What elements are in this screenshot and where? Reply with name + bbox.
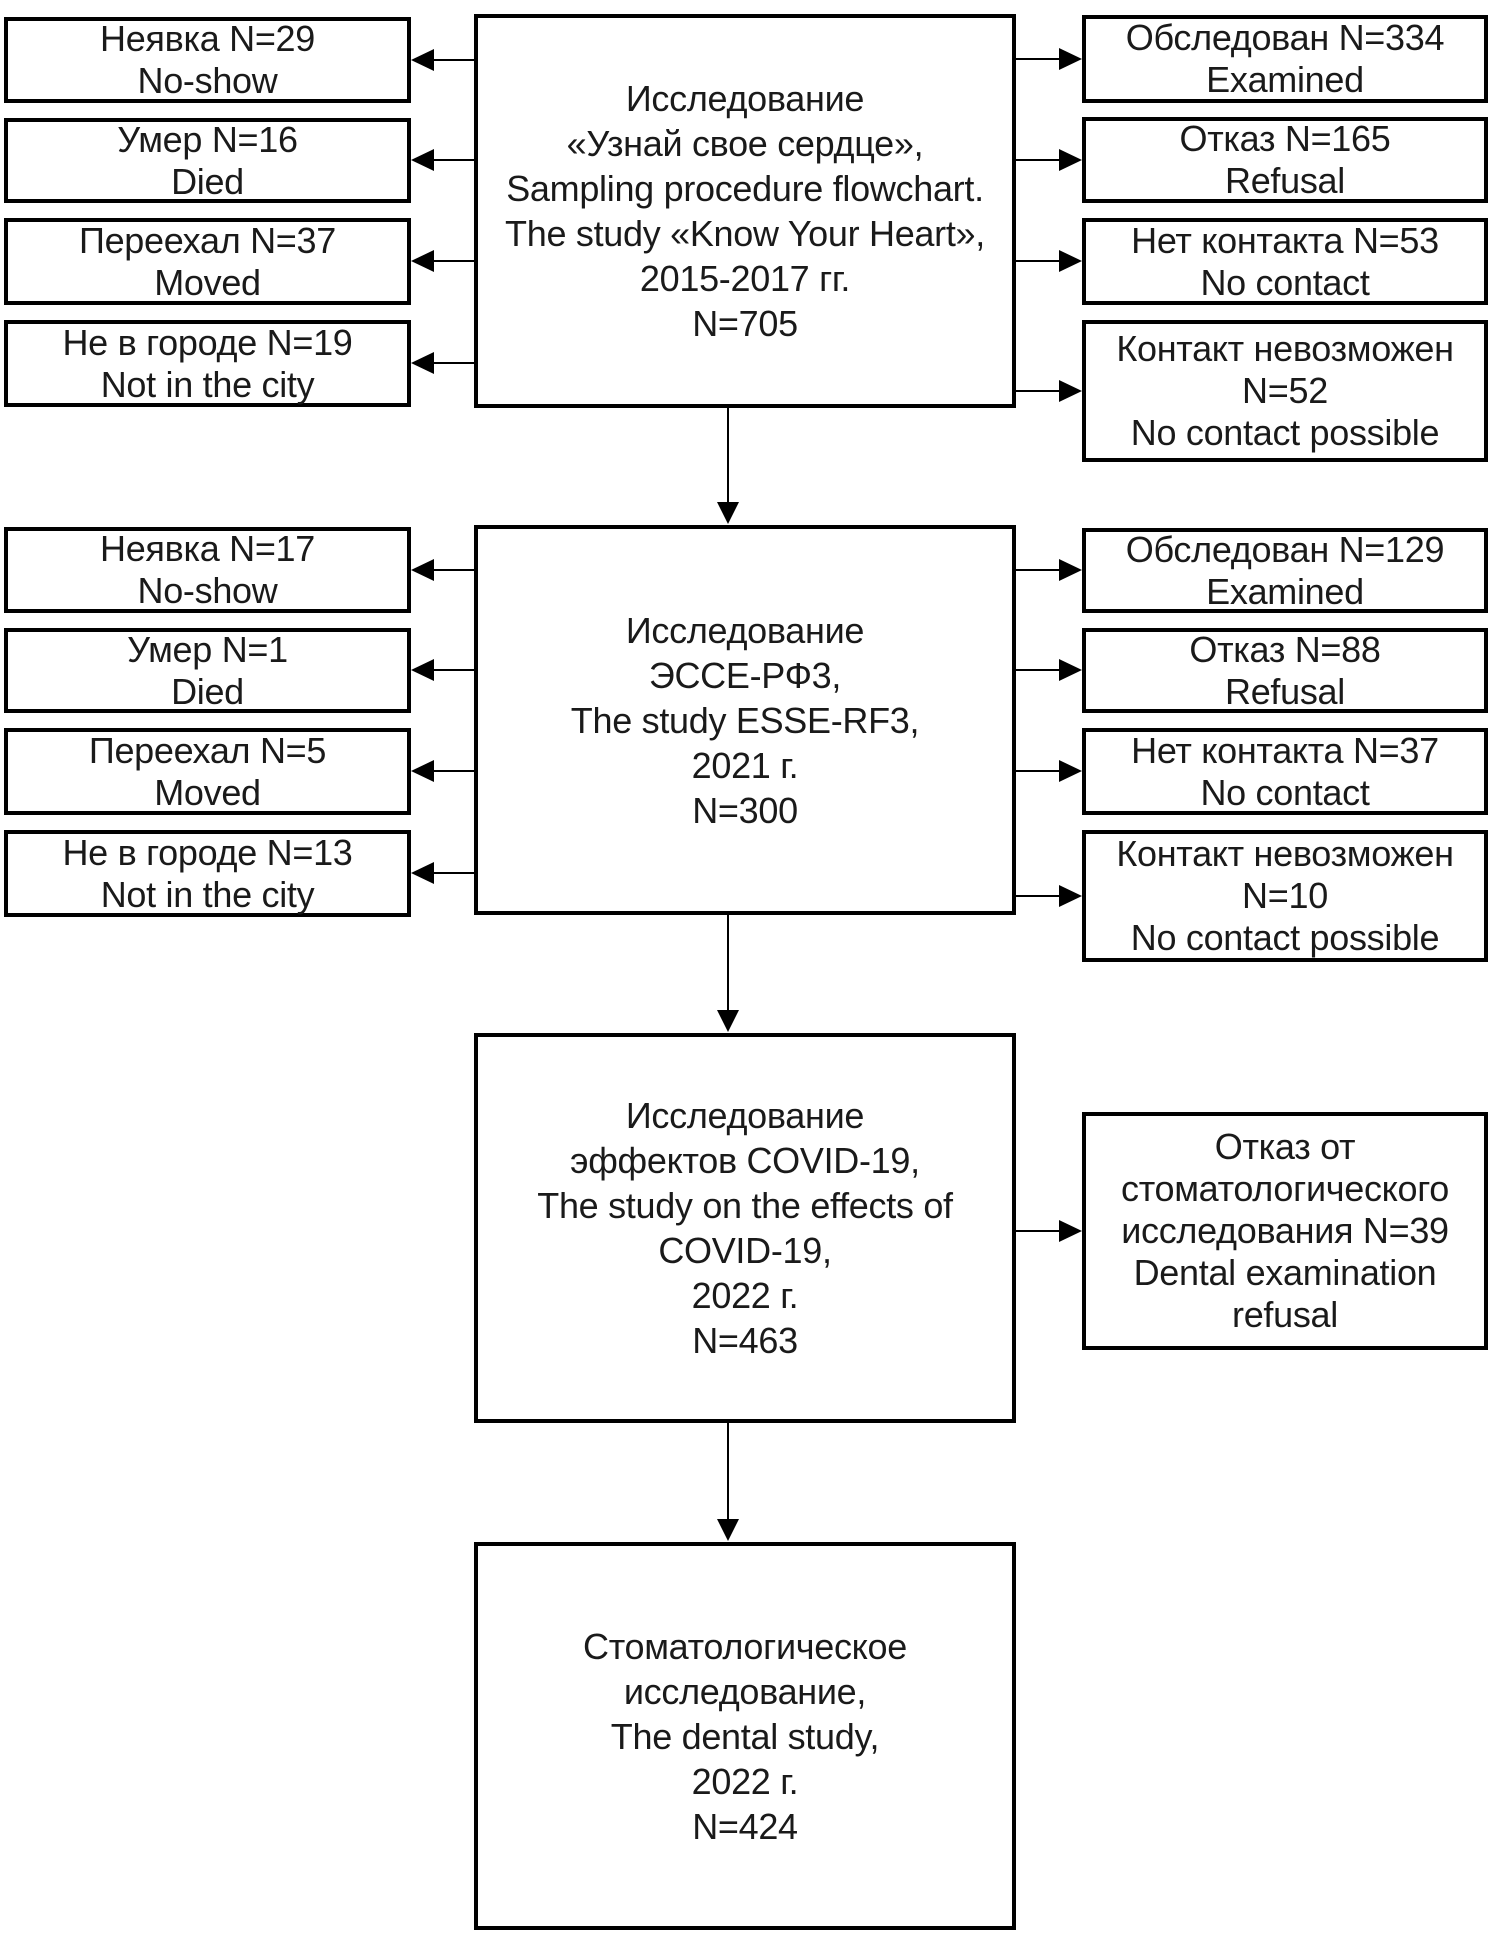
box-not-in-city-stage2: Не в городе N=13 Not in the city (4, 830, 411, 917)
box-no-contact-stage2: Нет контакта N=37 No contact (1082, 728, 1488, 815)
arrow-to-dental-refusal (1016, 1220, 1082, 1242)
box-examined-stage1: Обследован N=334 Examined (1082, 15, 1488, 103)
arrow-to-no-contact-stage2 (1016, 760, 1082, 782)
box-study-covid-effects: Исследование эффектов COVID-19, The stud… (474, 1033, 1016, 1423)
arrow-to-died-stage1 (411, 149, 474, 171)
arrow-stage1-to-stage2 (717, 408, 739, 524)
box-refusal-stage1: Отказ N=165 Refusal (1082, 117, 1488, 203)
box-died-stage2: Умер N=1 Died (4, 628, 411, 713)
arrow-to-not-in-city-stage2 (411, 862, 474, 884)
arrow-stage3-to-stage4 (717, 1423, 739, 1541)
box-refusal-stage2: Отказ N=88 Refusal (1082, 628, 1488, 713)
arrow-to-examined-stage1 (1016, 48, 1082, 70)
arrow-to-no-contact-possible-stage1 (1016, 380, 1082, 402)
box-examined-stage2: Обследован N=129 Examined (1082, 528, 1488, 613)
box-died-stage1: Умер N=16 Died (4, 118, 411, 203)
arrow-to-refusal-stage2 (1016, 659, 1082, 681)
arrow-to-no-show-stage2 (411, 559, 474, 581)
arrow-to-moved-stage1 (411, 250, 474, 272)
box-no-contact-stage1: Нет контакта N=53 No contact (1082, 218, 1488, 305)
arrow-to-no-show-stage1 (411, 49, 474, 71)
arrow-to-no-contact-possible-stage2 (1016, 885, 1082, 907)
arrow-stage2-to-stage3 (717, 915, 739, 1032)
box-no-show-stage2: Неявка N=17 No-show (4, 527, 411, 613)
box-dental-refusal: Отказ от стоматологического исследования… (1082, 1112, 1488, 1350)
box-study-know-your-heart: Исследование «Узнай свое сердце», Sampli… (474, 14, 1016, 408)
box-not-in-city-stage1: Не в городе N=19 Not in the city (4, 320, 411, 407)
box-no-contact-possible-stage1: Контакт невозможен N=52 No contact possi… (1082, 320, 1488, 462)
arrow-to-died-stage2 (411, 659, 474, 681)
arrow-to-no-contact-stage1 (1016, 250, 1082, 272)
arrow-to-refusal-stage1 (1016, 149, 1082, 171)
box-study-esse-rf3: Исследование ЭССЕ-РФ3, The study ESSE-RF… (474, 525, 1016, 915)
box-moved-stage2: Переехал N=5 Moved (4, 728, 411, 815)
arrow-to-moved-stage2 (411, 760, 474, 782)
box-moved-stage1: Переехал N=37 Moved (4, 218, 411, 305)
box-no-show-stage1: Неявка N=29 No-show (4, 17, 411, 103)
arrow-to-not-in-city-stage1 (411, 352, 474, 374)
box-no-contact-possible-stage2: Контакт невозможен N=10 No contact possi… (1082, 830, 1488, 962)
arrow-to-examined-stage2 (1016, 559, 1082, 581)
box-dental-study: Стоматологическое исследование, The dent… (474, 1542, 1016, 1930)
